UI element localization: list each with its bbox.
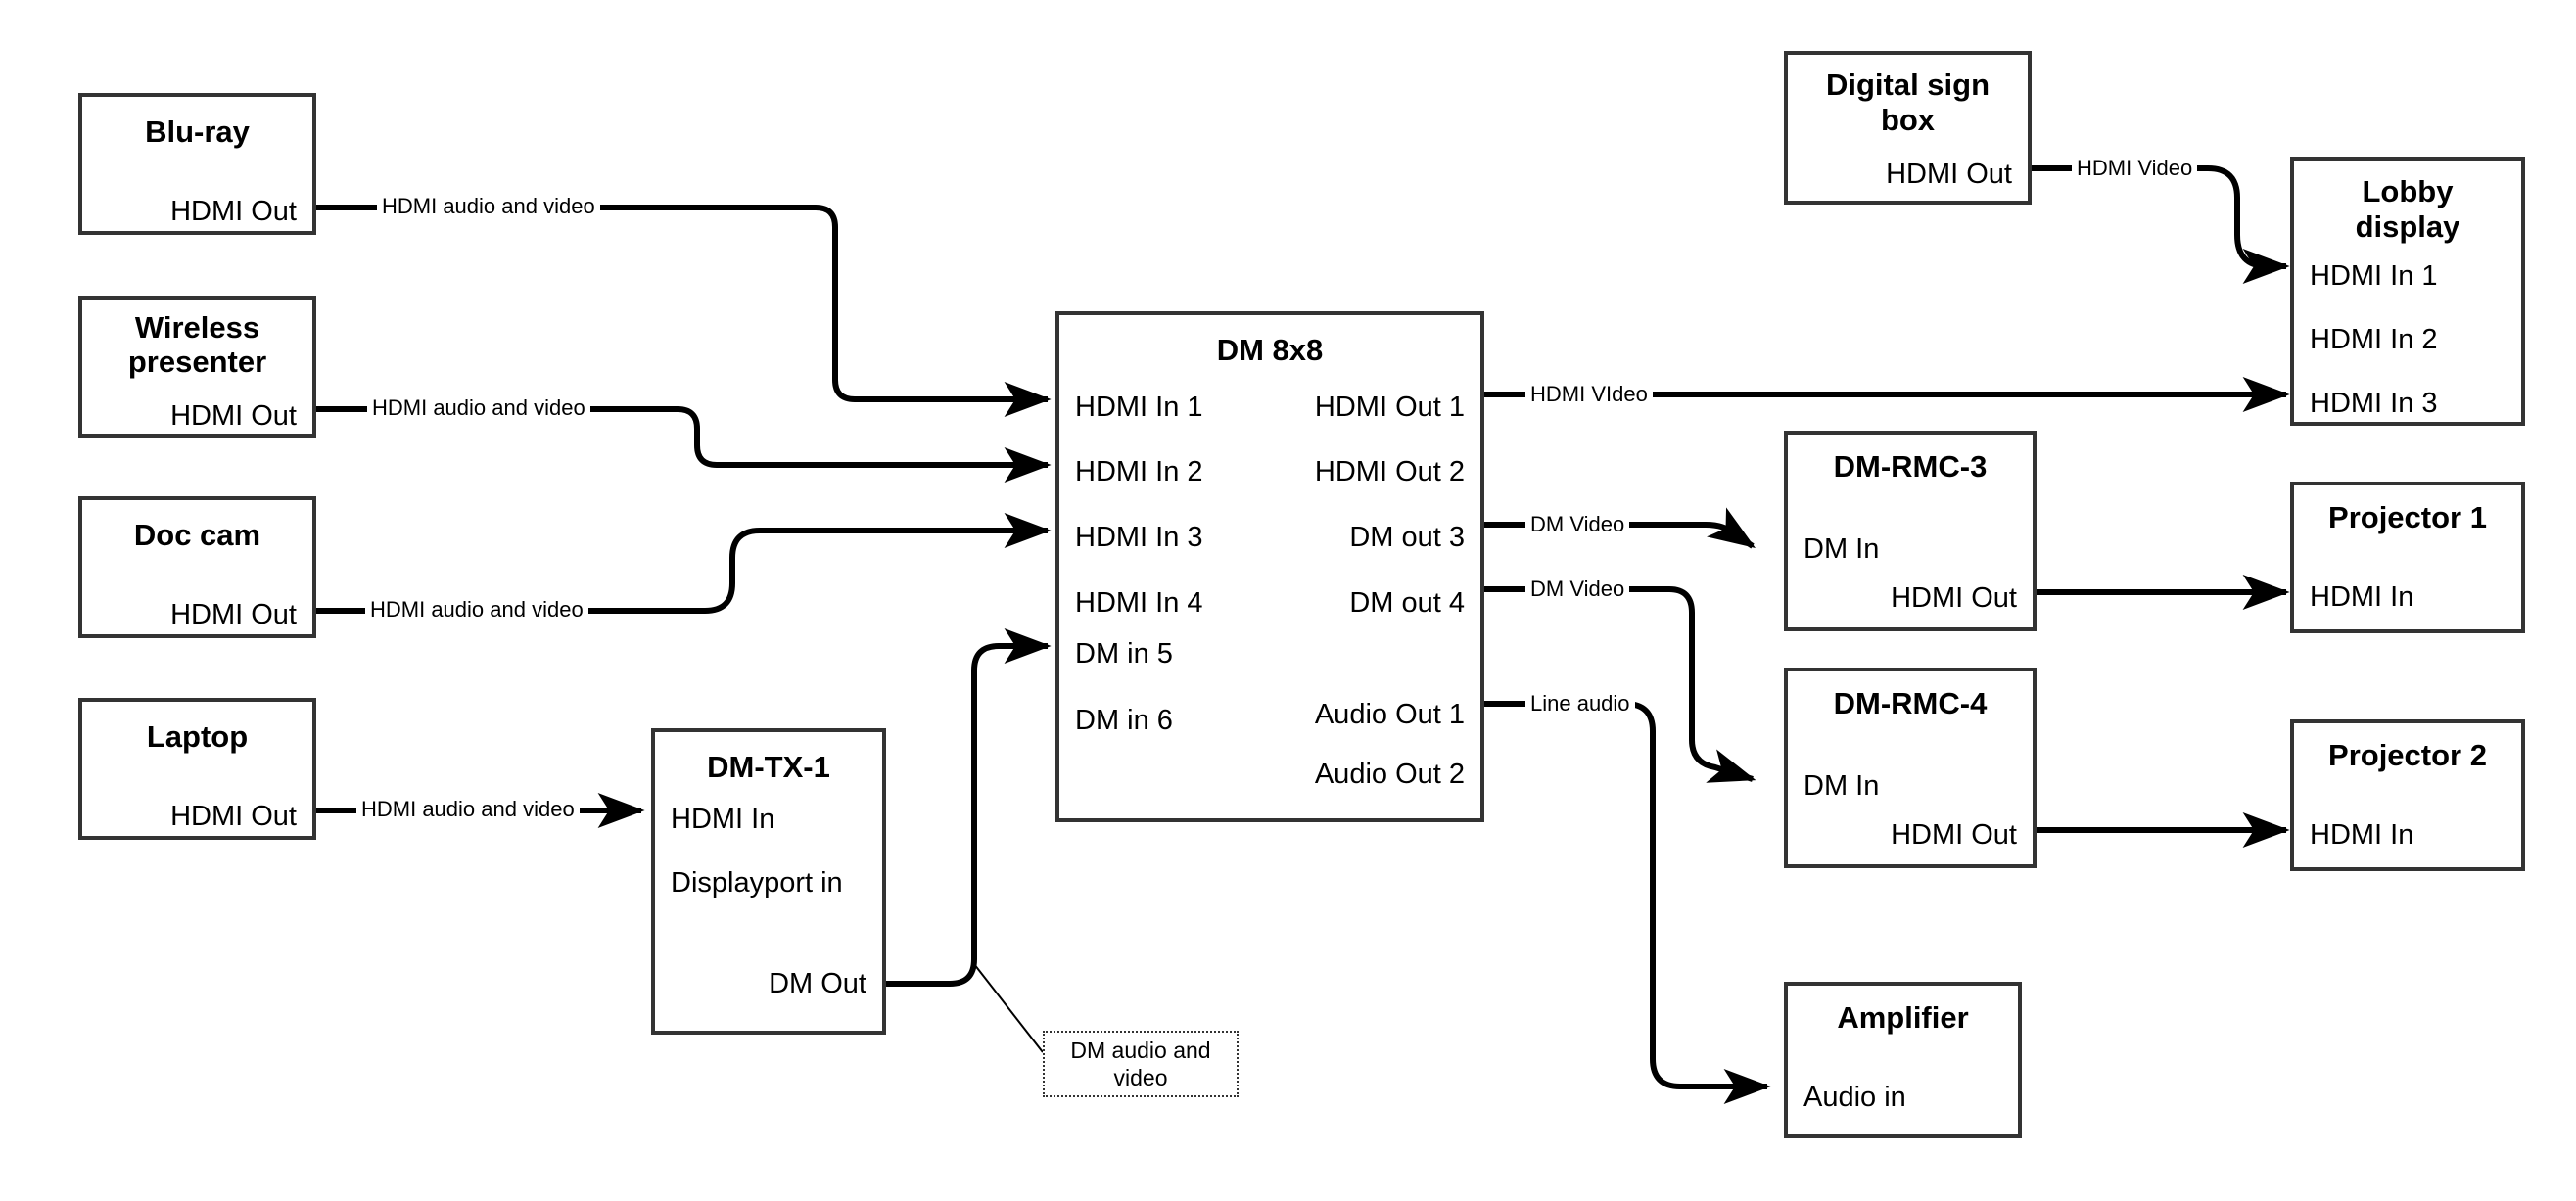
node-amplifier[interactable]: Amplifier Audio in [1784,982,2022,1138]
port-dm8x8-hdmi-out-1[interactable]: HDMI Out 1 [1314,392,1465,423]
wire-label-laptop-to-dmtx1: HDMI audio and video [356,799,580,820]
node-doc-cam-title: Doc cam [133,518,261,552]
port-projector1-hdmi-in[interactable]: HDMI In [2310,581,2414,613]
node-dm-8x8-title: DM 8x8 [1216,333,1324,367]
port-dm8x8-audio-out-1[interactable]: Audio Out 1 [1314,699,1465,730]
node-digital-sign-box-title-line2: box [1880,103,1936,137]
wire-callout-leader [973,963,1044,1053]
node-dm-rmc-3[interactable]: DM-RMC-3 DM In HDMI Out [1784,431,2037,631]
wire-label-doccam-to-dm8x8: HDMI audio and video [365,599,588,621]
wire-label-dm8x8out3-to-rmc3: DM Video [1525,514,1630,535]
node-dm-tx-1-title: DM-TX-1 [707,750,830,784]
port-bluray-hdmi-out[interactable]: HDMI Out [170,196,297,227]
port-wireless-hdmi-out[interactable]: HDMI Out [170,400,297,432]
port-dmtx1-dm-out[interactable]: DM Out [769,968,866,999]
node-lobby-display-title-line2: display [2355,209,2460,244]
node-projector-2-title: Projector 2 [2328,738,2487,772]
port-dmtx1-hdmi-in[interactable]: HDMI In [671,804,775,835]
port-rmc4-hdmi-out[interactable]: HDMI Out [1891,819,2017,851]
port-rmc3-hdmi-out[interactable]: HDMI Out [1891,582,2017,614]
node-lobby-display-title-line1: Lobby [2362,174,2454,208]
port-amplifier-audio-in[interactable]: Audio in [1803,1082,1906,1113]
port-digitalsign-hdmi-out[interactable]: HDMI Out [1886,159,2012,190]
node-bluray[interactable]: Blu-ray HDMI Out [78,93,316,235]
node-dm-8x8[interactable]: DM 8x8 HDMI In 1 HDMI In 2 HDMI In 3 HDM… [1055,311,1484,822]
port-dm8x8-dm-out-4[interactable]: DM out 4 [1349,587,1465,619]
port-rmc3-dm-in[interactable]: DM In [1803,533,1880,565]
wire-dmtx1-to-dm8x8 [886,628,1052,987]
node-wireless-presenter-title-line1: Wireless [134,310,260,345]
port-lobby-hdmi-in-1[interactable]: HDMI In 1 [2310,260,2438,292]
port-dm8x8-hdmi-in-4[interactable]: HDMI In 4 [1075,587,1203,619]
wire-dm8x8audio1-to-amp [1484,701,1771,1104]
port-dm8x8-dm-in-6[interactable]: DM in 6 [1075,705,1173,736]
node-doc-cam[interactable]: Doc cam HDMI Out [78,496,316,638]
node-dm-rmc-3-title: DM-RMC-3 [1833,449,1988,484]
wire-label-bluray-to-dm8x8: HDMI audio and video [377,196,600,217]
port-dm8x8-hdmi-out-2[interactable]: HDMI Out 2 [1314,456,1465,487]
node-laptop[interactable]: Laptop HDMI Out [78,698,316,840]
port-lobby-hdmi-in-3[interactable]: HDMI In 3 [2310,388,2438,419]
port-dm8x8-dm-out-3[interactable]: DM out 3 [1349,522,1465,553]
node-projector-1-title: Projector 1 [2328,500,2487,534]
node-wireless-presenter-title-line2: presenter [127,345,267,379]
wire-label-wireless-to-dm8x8: HDMI audio and video [367,397,590,419]
node-digital-sign-box-title-line1: Digital sign [1825,68,1991,102]
port-laptop-hdmi-out[interactable]: HDMI Out [170,801,297,832]
wire-bluray-to-dm8x8 [316,205,1052,417]
port-lobby-hdmi-in-2[interactable]: HDMI In 2 [2310,324,2438,355]
node-projector-1[interactable]: Projector 1 HDMI In [2290,482,2525,633]
callout-dm-audio-and-video: DM audio and video [1043,1031,1239,1097]
node-amplifier-title: Amplifier [1837,1000,1969,1035]
port-projector2-hdmi-in[interactable]: HDMI In [2310,819,2414,851]
wire-label-audioout1-to-amp: Line audio [1525,693,1635,715]
port-rmc4-dm-in[interactable]: DM In [1803,770,1880,802]
port-dm8x8-hdmi-in-2[interactable]: HDMI In 2 [1075,456,1203,487]
node-lobby-display[interactable]: Lobby display HDMI In 1 HDMI In 2 HDMI I… [2290,157,2525,426]
port-doccam-hdmi-out[interactable]: HDMI Out [170,599,297,630]
port-dm8x8-hdmi-in-3[interactable]: HDMI In 3 [1075,522,1203,553]
node-digital-sign-box[interactable]: Digital sign box HDMI Out [1784,51,2032,205]
node-dm-rmc-4-title: DM-RMC-4 [1833,686,1988,720]
port-dmtx1-displayport-in[interactable]: Displayport in [671,867,843,899]
node-bluray-title: Blu-ray [145,115,250,149]
node-dm-tx-1[interactable]: DM-TX-1 HDMI In Displayport in DM Out [651,728,886,1035]
node-wireless-presenter[interactable]: Wireless presenter HDMI Out [78,296,316,438]
wire-label-sign-to-lobby: HDMI Video [2072,158,2198,179]
wire-label-dm8x8out1-to-lobby: HDMI VIdeo [1525,384,1653,405]
port-dm8x8-hdmi-in-1[interactable]: HDMI In 1 [1075,392,1203,423]
node-dm-rmc-4[interactable]: DM-RMC-4 DM In HDMI Out [1784,668,2037,868]
port-dm8x8-audio-out-2[interactable]: Audio Out 2 [1314,759,1465,790]
port-dm8x8-dm-in-5[interactable]: DM in 5 [1075,638,1173,670]
wire-label-dm8x8out4-to-rmc4: DM Video [1525,578,1630,600]
node-projector-2[interactable]: Projector 2 HDMI In [2290,719,2525,871]
wire-dm8x8out4-to-rmc4 [1484,586,1756,783]
node-laptop-title: Laptop [146,719,249,754]
